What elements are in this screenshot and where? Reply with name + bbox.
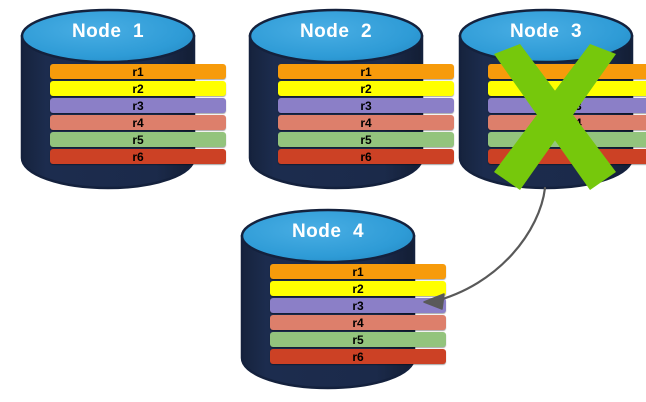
row-r3[interactable]: r3 [488,98,646,113]
row-r3[interactable]: r3 [278,98,454,113]
node-4-rows: r1 r2 r3 r4 r5 r6 [240,264,476,364]
row-r1[interactable]: r1 [278,64,454,79]
row-r5[interactable]: r5 [270,332,446,347]
row-r2[interactable]: r2 [278,81,454,96]
row-r1[interactable]: r1 [50,64,226,79]
row-r1[interactable]: r1 [488,64,646,79]
row-r4[interactable]: r4 [50,115,226,130]
row-r4[interactable]: r4 [270,315,446,330]
node-1-rows: r1 r2 r3 r4 r5 r6 [20,64,256,164]
row-r5[interactable]: r5 [488,132,646,147]
row-r3[interactable]: r3 [50,98,226,113]
node-2[interactable]: Node 2 r1 r2 r3 r4 r5 r6 [248,8,454,190]
row-r6[interactable]: r6 [50,149,226,164]
row-r5[interactable]: r5 [50,132,226,147]
row-r6[interactable]: r6 [270,349,446,364]
node-1[interactable]: Node 1 r1 r2 r3 r4 r5 r6 [20,8,226,190]
node-3[interactable]: Node 3 r1 r2 r3 r4 r5 r6 [458,8,646,190]
row-r5[interactable]: r5 [278,132,454,147]
row-r6[interactable]: r6 [488,149,646,164]
row-r4[interactable]: r4 [278,115,454,130]
row-r4[interactable]: r4 [488,115,646,130]
node-2-rows: r1 r2 r3 r4 r5 r6 [248,64,484,164]
node-4[interactable]: Node 4 r1 r2 r3 r4 r5 r6 [240,208,446,390]
row-r6[interactable]: r6 [278,149,454,164]
row-r3[interactable]: r3 [270,298,446,313]
row-r2[interactable]: r2 [270,281,446,296]
row-r1[interactable]: r1 [270,264,446,279]
row-r2[interactable]: r2 [488,81,646,96]
row-r2[interactable]: r2 [50,81,226,96]
node-3-rows: r1 r2 r3 r4 r5 r6 [458,64,646,164]
